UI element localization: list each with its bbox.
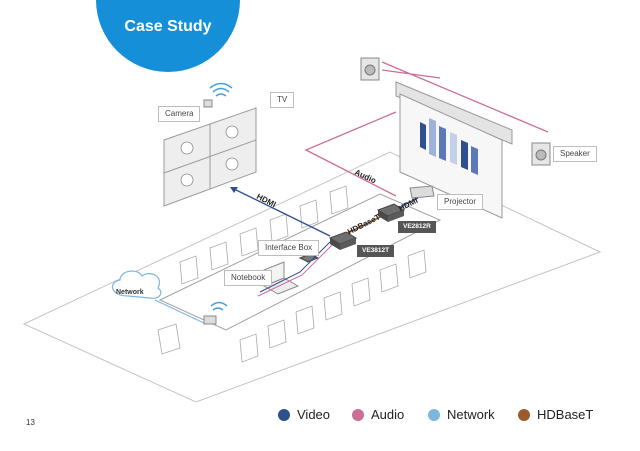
page-title: Case Study xyxy=(124,18,212,35)
screen-housing xyxy=(395,81,513,145)
receiver-box-side xyxy=(378,210,388,222)
projector-label: Projector xyxy=(437,194,484,210)
hdbaset-legend-dot xyxy=(518,408,530,421)
room-floor xyxy=(22,151,602,403)
speaker-right-cone xyxy=(535,149,547,161)
tv-participants xyxy=(180,125,239,187)
legend-network: Network xyxy=(428,407,495,422)
notebook-audio-cable xyxy=(257,244,333,297)
hdmi-tv-arrow xyxy=(230,187,238,193)
audio-legend-dot xyxy=(352,408,364,421)
hdmi-projector-cable xyxy=(397,197,419,209)
projector xyxy=(409,185,435,199)
camera-body xyxy=(203,99,213,108)
tv-divider-h xyxy=(163,139,257,174)
receiver-box-front xyxy=(388,210,404,222)
legend-video-label: Video xyxy=(297,407,331,422)
notebook-video-cable xyxy=(259,241,331,293)
network-label: Network xyxy=(116,289,144,296)
network-cloud xyxy=(111,270,162,299)
hdbaset-cable xyxy=(341,213,387,237)
transmitter-box-front xyxy=(340,238,356,250)
speaker-left-cone xyxy=(364,64,376,76)
legend-hdbaset: HDBaseT xyxy=(518,407,593,422)
page-number: 13 xyxy=(26,418,35,427)
legend-hdbaset-label: HDBaseT xyxy=(537,407,594,422)
speaker-label: Speaker xyxy=(553,146,597,162)
camera-wifi-icon xyxy=(209,82,233,97)
network-cable xyxy=(154,299,207,325)
network-access-point xyxy=(203,315,217,325)
hdmi-tv-cable xyxy=(231,187,331,237)
network-wifi-icon xyxy=(210,301,228,311)
legend-video: Video xyxy=(278,407,330,422)
legend-network-label: Network xyxy=(447,407,495,422)
network-legend-dot xyxy=(428,408,440,421)
legend-audio-label: Audio xyxy=(371,407,405,422)
chairs xyxy=(157,185,427,363)
interface-box-label: Interface Box xyxy=(258,240,320,256)
notebook-label: Notebook xyxy=(224,270,273,286)
camera-label: Camera xyxy=(158,106,201,122)
tv-label: TV xyxy=(270,92,295,108)
receiver-tag: VE2812R xyxy=(398,221,436,233)
screen-bars xyxy=(420,118,478,175)
transmitter-box-side xyxy=(330,238,340,250)
audio-cable xyxy=(304,61,549,197)
video-legend-dot xyxy=(278,408,290,421)
legend-audio: Audio xyxy=(352,407,404,422)
transmitter-tag: VE3812T xyxy=(357,245,395,257)
